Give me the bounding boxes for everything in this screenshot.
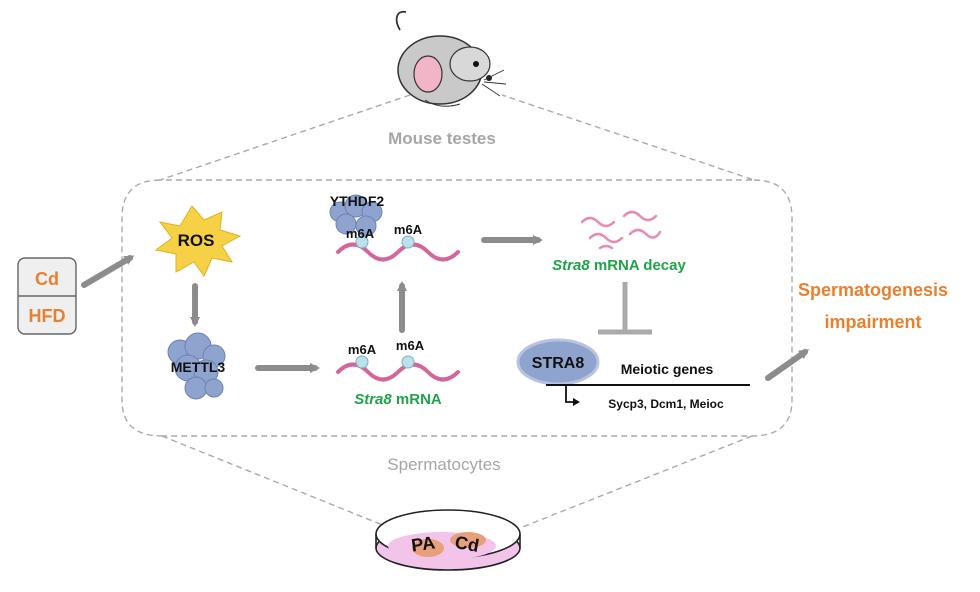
mrna-top-strand — [336, 242, 460, 262]
diagram-outline — [121, 94, 793, 529]
mouse-testes-label: Mouse testes — [388, 129, 496, 148]
ythdf2-label: YTHDF2 — [330, 193, 385, 209]
outcome-line2: impairment — [824, 312, 921, 332]
exposure-box — [17, 257, 77, 335]
meiotic-targets-label: Sycp3, Dcm1, Meioc — [608, 397, 724, 411]
stra8-decay-label: Stra8 mRNA decay — [552, 257, 686, 274]
ythdf2-protein-icon — [329, 194, 383, 237]
input-cd-label: Cd — [35, 269, 59, 289]
m6a-bottom-1: m6A — [348, 342, 377, 357]
transcription-start-icon — [565, 386, 576, 403]
spermatocytes-label: Spermatocytes — [387, 455, 500, 474]
m6a-top-1: m6A — [346, 226, 375, 241]
outcome-line1: Spermatogenesis — [798, 280, 948, 300]
dish-cd-label: Cd — [453, 532, 480, 556]
stra8-mrna-label: Stra8 mRNA — [354, 391, 442, 408]
m6a-top-2: m6A — [394, 222, 423, 237]
petri-dish-icon — [375, 509, 521, 571]
mrna-decay-fragments-icon — [580, 210, 662, 250]
ros-burst-icon — [154, 205, 242, 278]
meiotic-genes-label: Meiotic genes — [621, 361, 714, 377]
mettl3-label: METTL3 — [171, 359, 226, 375]
ros-label: ROS — [178, 231, 215, 250]
mouse-icon — [395, 10, 507, 107]
m6a-bottom-2: m6A — [396, 338, 425, 353]
inhibition-bar — [598, 282, 652, 335]
stra8-label: STRA8 — [532, 355, 585, 372]
m6a-dots — [355, 235, 415, 369]
mrna-bottom-strand — [336, 362, 460, 382]
dish-pa-label: PA — [410, 533, 436, 556]
arrow-to-outcome — [765, 349, 810, 381]
arrows — [81, 235, 810, 381]
arrow-inputs-to-ros — [81, 255, 135, 288]
mettl3-protein-icon — [167, 332, 226, 400]
transcription-arrowhead-icon — [573, 398, 580, 406]
input-hfd-label: HFD — [29, 306, 66, 326]
